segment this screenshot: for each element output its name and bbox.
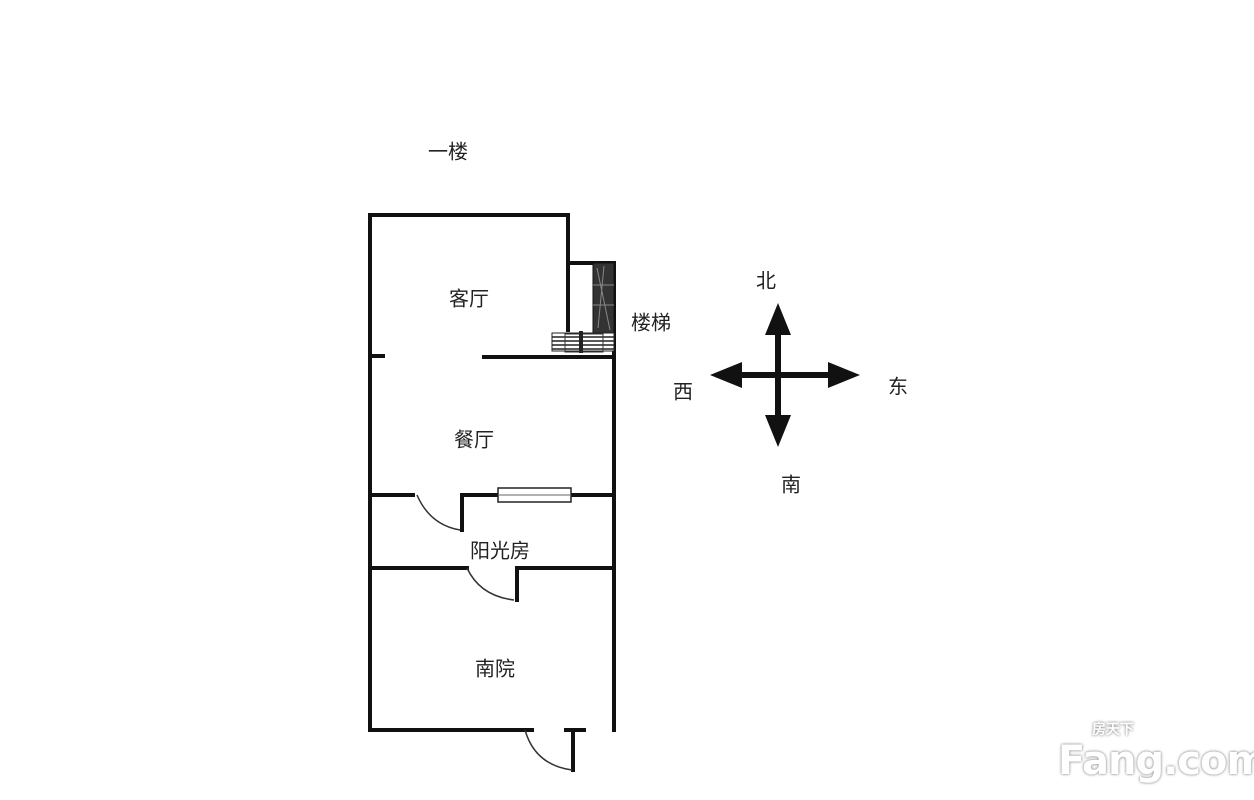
west-arrow-icon — [710, 362, 742, 388]
floor-label: 一楼 — [428, 139, 468, 164]
compass-east-label: 东 — [888, 374, 908, 399]
door-arc — [416, 494, 461, 531]
room-label-stairs: 楼梯 — [631, 310, 671, 335]
gate-arc — [524, 729, 573, 771]
compass-north-label: 北 — [756, 268, 776, 293]
door-arc — [466, 567, 515, 601]
compass-arrows — [710, 303, 860, 447]
east-arrow-icon — [828, 362, 860, 388]
room-label-living-room: 客厅 — [449, 286, 489, 311]
south-arrow-icon — [765, 415, 791, 447]
compass-south-label: 南 — [781, 472, 801, 497]
compass-west-label: 西 — [673, 379, 693, 404]
room-label-dining-room: 餐厅 — [454, 427, 494, 452]
door-swings — [416, 494, 573, 771]
watermark-cn: 房天下 — [1092, 722, 1134, 738]
room-label-sunroom: 阳光房 — [470, 538, 530, 563]
room-label-south-yard: 南院 — [475, 656, 515, 681]
north-wall — [368, 213, 570, 332]
watermark-en: Fang.com — [1058, 738, 1254, 784]
stairs-symbol — [551, 262, 615, 353]
watermark-logo: 房天下 Fang.com — [1058, 722, 1254, 784]
north-arrow-icon — [765, 303, 791, 335]
walls — [368, 213, 616, 772]
